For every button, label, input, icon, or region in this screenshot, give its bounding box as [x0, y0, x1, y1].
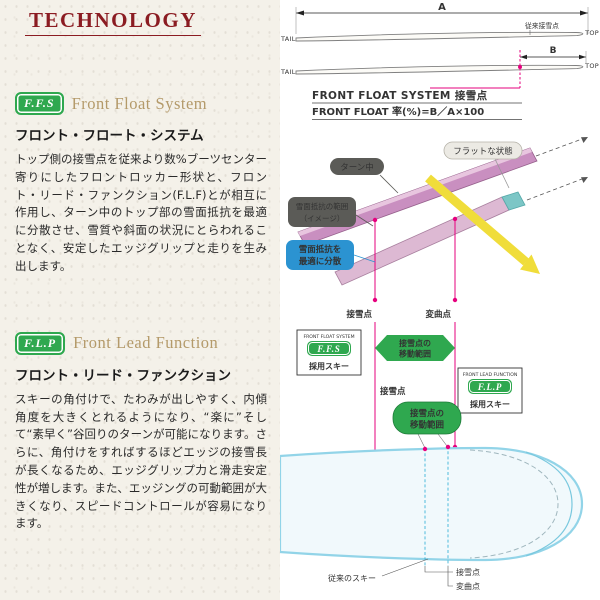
contact-point-label: 接雪点: [346, 309, 372, 320]
svg-text:接雪点の: 接雪点の: [399, 338, 431, 348]
flp-body-text: スキーの角付けで、たわみが出しやすく、内傾角度を大きくとれるようになり、“楽に”…: [15, 391, 267, 531]
formula-label: FRONT FLOAT 率(%)=B／A×100: [312, 105, 484, 118]
ffs-badge: F.F.S: [15, 92, 64, 115]
ffs-section-head: F.F.S Front Float System: [15, 92, 267, 115]
dimension-b: B: [430, 46, 587, 89]
conventional-ski-label: 従来のスキー: [328, 573, 376, 583]
svg-text:最適に分散: 最適に分散: [299, 256, 342, 267]
resistance-range-bubble: 雪面抵抗の範囲 （イメージ）: [288, 197, 374, 227]
left-panel: TECHNOLOGY F.F.S Front Float System フロント…: [0, 0, 280, 600]
ffs-contact-label: FRONT FLOAT SYSTEM 接雪点: [312, 89, 488, 102]
flp-heading-jp: フロント・リード・ファンクション: [15, 367, 231, 384]
ski-top-view: [280, 444, 584, 566]
tail-label-1: TAIL: [280, 35, 296, 43]
bottom-labels: 従来のスキー 接雪点 変曲点: [328, 558, 480, 591]
dimension-a: A: [295, 2, 589, 34]
dim-a-label: A: [438, 2, 446, 13]
move-range-arrow: 接雪点の 移動範囲: [375, 335, 455, 361]
svg-text:雪面抵抗の範囲: 雪面抵抗の範囲: [296, 201, 349, 211]
flp-box-badge: F.L.P: [477, 382, 502, 392]
dim-b-label: B: [550, 46, 557, 56]
svg-text:雪面抵抗を: 雪面抵抗を: [299, 244, 342, 255]
svg-text:移動範囲: 移動範囲: [399, 349, 431, 359]
flp-section-head: F.L.P Front Lead Function: [15, 331, 267, 355]
bottom-inflection-label: 変曲点: [456, 581, 480, 591]
svg-text:（イメージ）: （イメージ）: [300, 214, 345, 223]
ffs-box-badge: F.F.S: [316, 344, 340, 354]
ski-turning-highlight: [298, 148, 532, 236]
bottom-contact-label: 接雪点: [456, 567, 480, 577]
svg-text:採用スキー: 採用スキー: [470, 399, 510, 409]
flp-adoption-box: FRONT LEAD FUNCTION F.L.P 採用スキー: [457, 367, 523, 414]
svg-text:FRONT LEAD FUNCTION: FRONT LEAD FUNCTION: [463, 372, 518, 378]
ffs-heading-en: Front Float System: [71, 93, 208, 113]
disperse-bubble: 雪面抵抗を 最適に分散: [286, 240, 376, 270]
diagram-panel: A TAIL TOP 従来接雪点 TAIL TOP B: [280, 2, 599, 591]
svg-text:ターン中: ターン中: [340, 162, 374, 173]
ski-profile-ffs: TAIL TOP: [280, 62, 599, 76]
svg-text:採用スキー: 採用スキー: [309, 361, 349, 371]
inflection-point-label: 変曲点: [425, 309, 451, 320]
top-label-1: TOP: [584, 29, 599, 37]
svg-text:移動範囲: 移動範囲: [410, 420, 444, 431]
ffs-adoption-box: FRONT FLOAT SYSTEM F.F.S 採用スキー: [296, 329, 362, 376]
fall-line-arrow: [425, 174, 540, 274]
svg-text:FRONT FLOAT SYSTEM: FRONT FLOAT SYSTEM: [303, 334, 354, 340]
svg-text:フラットな状態: フラットな状態: [453, 146, 513, 157]
svg-text:接雪点の: 接雪点の: [410, 408, 444, 419]
top-label-2: TOP: [584, 62, 599, 70]
conventional-ski-outline: [469, 449, 559, 559]
flp-badge: F.L.P: [15, 331, 66, 355]
ski-profile-conventional: TAIL TOP 従来接雪点: [280, 21, 599, 43]
ffs-section: F.F.S Front Float System フロント・フロート・システム …: [15, 92, 267, 276]
flp-heading-en: Front Lead Function: [73, 333, 219, 353]
ffs-heading-jp: フロント・フロート・システム: [15, 128, 204, 144]
ffs-body-text: トップ側の接雪点を従来より数%ブーツセンター寄りにしたフロントロッカー形状と、フ…: [15, 152, 267, 273]
ffs-formula-block: FRONT FLOAT SYSTEM 接雪点 FRONT FLOAT 率(%)=…: [312, 89, 522, 120]
ski-3d-illustration: ターン中 フラットな状態 雪面抵抗の範囲 （イメージ） 雪面抵抗を 最適に分散 …: [286, 137, 588, 455]
tail-label-2: TAIL: [280, 68, 296, 76]
move-range-bubble: 接雪点の 移動範囲: [392, 401, 462, 449]
ski-flat-tip: [501, 191, 526, 211]
flat-state-bubble: フラットな状態: [443, 141, 523, 189]
conventional-contact-label: 従来接雪点: [525, 21, 559, 30]
page-title: TECHNOLOGY: [25, 8, 201, 36]
flp-section: F.L.P Front Lead Function フロント・リード・ファンクシ…: [15, 331, 267, 534]
during-turn-bubble: ターン中: [330, 158, 399, 194]
contact-point-label-2: 接雪点: [380, 386, 406, 397]
